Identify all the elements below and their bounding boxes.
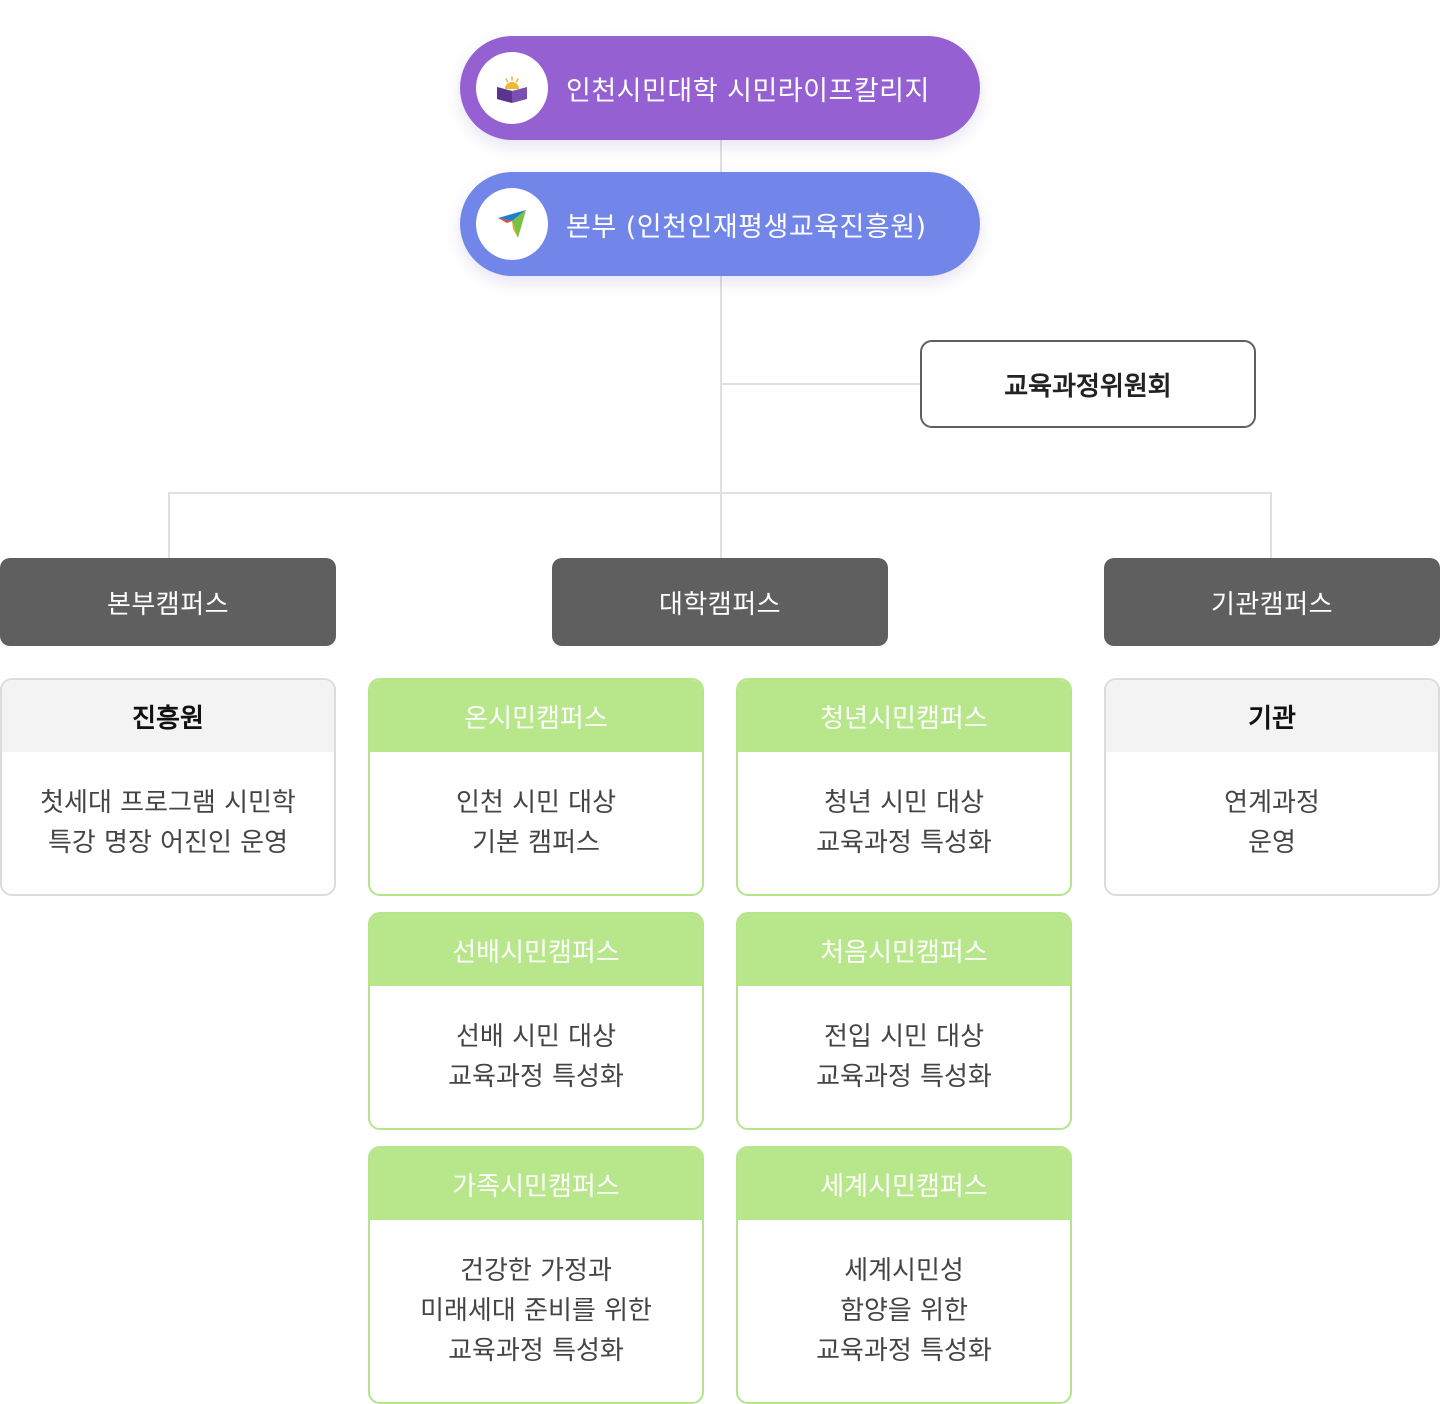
- campus-university: 대학캠퍼스: [552, 558, 888, 646]
- card-line: 교육과정 특성화: [816, 828, 992, 858]
- connector-top-vertical: [720, 140, 722, 558]
- card-line: 건강한 가정과: [460, 1256, 612, 1286]
- campus-institution: 기관캠퍼스: [1104, 558, 1440, 646]
- card-title: 처음시민캠퍼스: [738, 914, 1070, 986]
- card-line: 교육과정 특성화: [448, 1062, 624, 1092]
- campus-institution-label: 기관캠퍼스: [1210, 589, 1334, 620]
- campus-university-label: 대학캠퍼스: [658, 589, 782, 620]
- card-line: 교육과정 특성화: [448, 1336, 624, 1366]
- card-senior-citizen: 선배시민캠퍼스 선배 시민 대상 교육과정 특성화: [368, 912, 704, 1130]
- card-first-citizen: 처음시민캠퍼스 전입 시민 대상 교육과정 특성화: [736, 912, 1072, 1130]
- card-line: 함양을 위한: [840, 1296, 968, 1326]
- college-label: 인천시민대학 시민라이프칼리지: [566, 75, 930, 107]
- card-line: 교육과정 특성화: [816, 1062, 992, 1092]
- card-title: 기관: [1106, 680, 1438, 752]
- card-jinheungwon: 진흥원 첫세대 프로그램 시민학 특강 명장 어진인 운영: [0, 678, 336, 896]
- card-world-citizen: 세계시민캠퍼스 세계시민성 함양을 위한 교육과정 특성화: [736, 1146, 1072, 1404]
- card-line: 첫세대 프로그램 시민학: [40, 788, 296, 818]
- card-title: 세계시민캠퍼스: [738, 1148, 1070, 1220]
- card-title: 진흥원: [2, 680, 334, 752]
- hq-node: 본부 (인천인재평생교육진흥원): [460, 172, 980, 276]
- card-line: 운영: [1248, 828, 1296, 858]
- card-line: 청년 시민 대상: [823, 788, 985, 818]
- card-family-citizen: 가족시민캠퍼스 건강한 가정과 미래세대 준비를 위한 교육과정 특성화: [368, 1146, 704, 1404]
- card-on-citizen: 온시민캠퍼스 인천 시민 대상 기본 캠퍼스: [368, 678, 704, 896]
- book-sun-icon: [476, 52, 548, 124]
- connector-committee: [720, 383, 920, 385]
- committee-label: 교육과정위원회: [1004, 371, 1172, 402]
- hq-label: 본부 (인천인재평생교육진흥원): [566, 211, 927, 243]
- connector-left-drop: [168, 492, 170, 558]
- connector-horizontal: [168, 492, 1272, 494]
- card-institution: 기관 연계과정 운영: [1104, 678, 1440, 896]
- card-line: 연계과정: [1224, 788, 1320, 818]
- card-line: 기본 캠퍼스: [472, 828, 600, 858]
- connector-right-drop: [1270, 492, 1272, 558]
- card-line: 세계시민성: [844, 1256, 964, 1286]
- card-title: 청년시민캠퍼스: [738, 680, 1070, 752]
- card-line: 교육과정 특성화: [816, 1336, 992, 1366]
- card-title: 온시민캠퍼스: [370, 680, 702, 752]
- card-line: 인천 시민 대상: [455, 788, 617, 818]
- campus-hq-label: 본부캠퍼스: [106, 589, 230, 620]
- card-youth-citizen: 청년시민캠퍼스 청년 시민 대상 교육과정 특성화: [736, 678, 1072, 896]
- card-line: 선배 시민 대상: [455, 1022, 617, 1052]
- committee-box: 교육과정위원회: [920, 340, 1256, 428]
- card-title: 가족시민캠퍼스: [370, 1148, 702, 1220]
- campus-hq: 본부캠퍼스: [0, 558, 336, 646]
- college-node: 인천시민대학 시민라이프칼리지: [460, 36, 980, 140]
- card-line: 전입 시민 대상: [823, 1022, 985, 1052]
- card-line: 특강 명장 어진인 운영: [47, 828, 289, 858]
- card-title: 선배시민캠퍼스: [370, 914, 702, 986]
- paper-plane-icon: [476, 188, 548, 260]
- card-line: 미래세대 준비를 위한: [420, 1296, 652, 1326]
